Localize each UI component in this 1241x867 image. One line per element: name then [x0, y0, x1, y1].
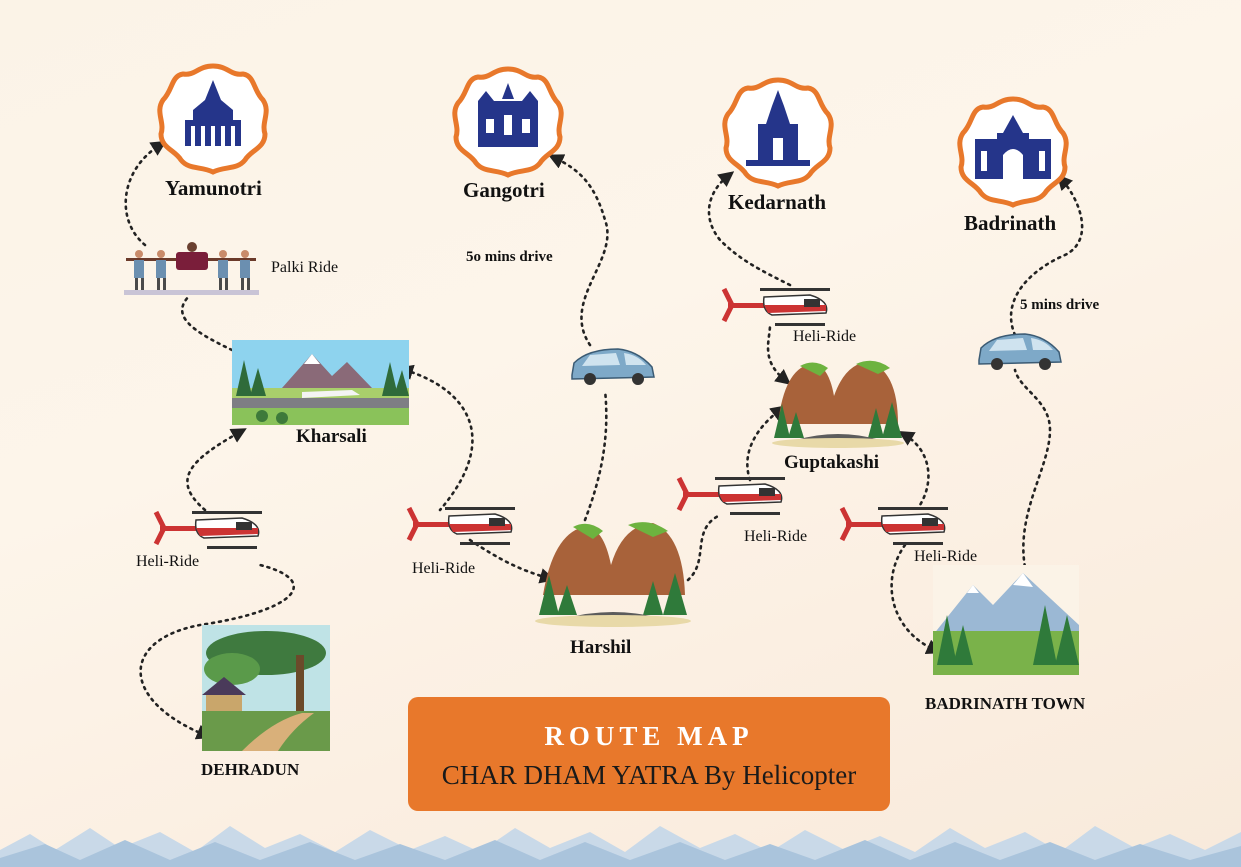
map-title: ROUTE MAP [544, 721, 754, 751]
place-label-harshil: Harshil [570, 637, 632, 658]
place-label-dehradun: DEHRADUN [201, 760, 300, 779]
badrinath-temple-icon [957, 96, 1069, 208]
car-icon [978, 333, 1062, 370]
kharsali-scene-image [232, 340, 409, 425]
transport-label-drive-50: 5o mins drive [466, 249, 553, 265]
helicopter-icon [721, 287, 830, 326]
place-label-guptakashi: Guptakashi [784, 452, 880, 473]
temple-label-yamunotri: Yamunotri [165, 176, 262, 200]
route-map-title-box: ROUTE MAP CHAR DHAM YATRA By Helicopter [408, 697, 890, 811]
transport-label-heli-2: Heli-Ride [412, 560, 476, 577]
helicopter-icon [406, 506, 515, 545]
dehradun-scene-image [202, 625, 330, 751]
temple-label-badrinath: Badrinath [964, 211, 1057, 235]
transport-label-heli-1: Heli-Ride [136, 553, 200, 570]
place-label-kharsali: Kharsali [296, 426, 367, 447]
guptakashi-scene-image [772, 360, 904, 448]
temple-label-gangotri: Gangotri [463, 178, 545, 202]
transport-label-heli-3: Heli-Ride [744, 528, 808, 545]
helicopter-icon [676, 476, 785, 515]
helicopter-icon [153, 510, 262, 549]
transport-label-drive-5: 5 mins drive [1020, 297, 1100, 313]
helicopter-icon [839, 506, 948, 545]
kedarnath-temple-icon [722, 77, 834, 189]
car-icon [571, 348, 655, 385]
transport-label-heli-4: Heli-Ride [793, 328, 857, 345]
transport-label-palki: Palki Ride [271, 259, 339, 276]
map-subtitle: CHAR DHAM YATRA By Helicopter [441, 760, 857, 790]
palki-icon [124, 242, 259, 295]
mountain-border-footer [0, 826, 1241, 867]
harshil-scene-image [535, 522, 691, 627]
badrinath-town-scene-image [933, 565, 1079, 675]
transport-label-heli-5: Heli-Ride [914, 548, 978, 565]
yamunotri-temple-icon [157, 63, 269, 175]
temple-label-kedarnath: Kedarnath [728, 190, 827, 214]
gangotri-temple-icon [452, 66, 564, 178]
place-label-badrinath-town: BADRINATH TOWN [925, 694, 1086, 713]
